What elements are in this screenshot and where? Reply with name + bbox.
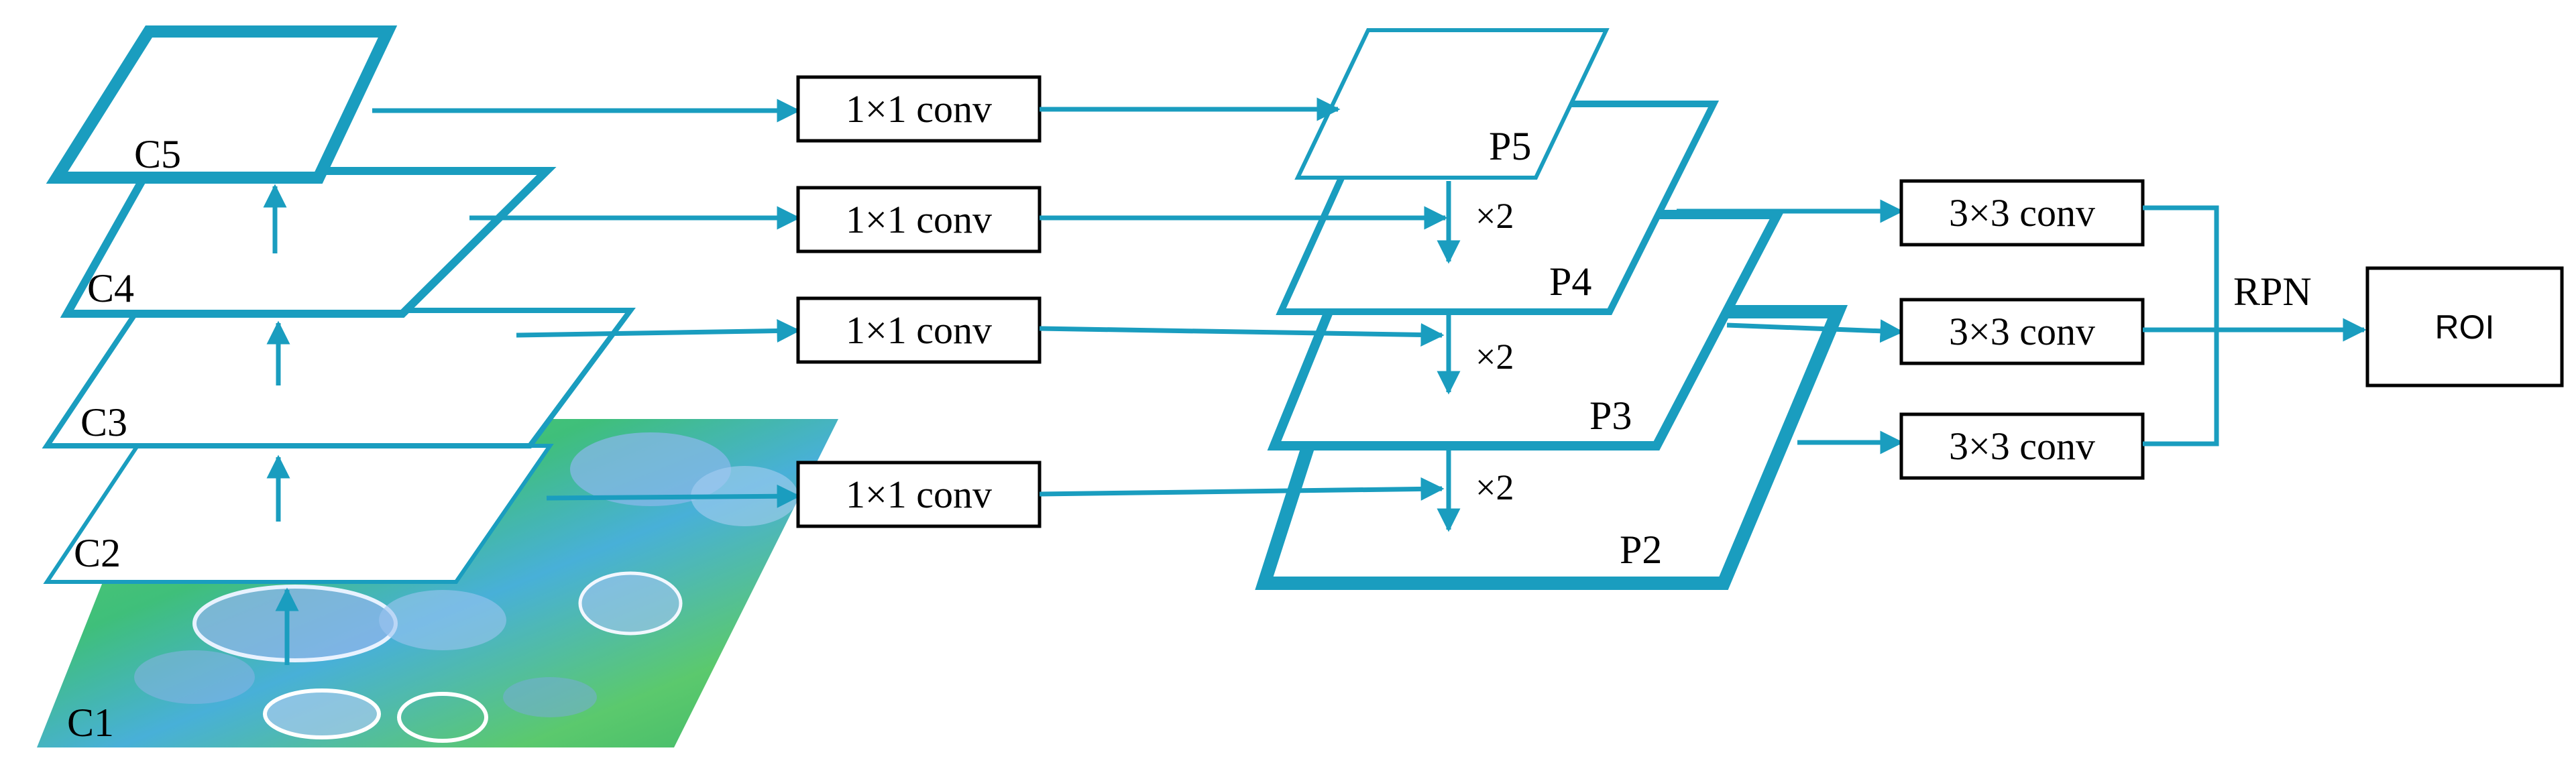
- svg-text:3×3 conv: 3×3 conv: [1949, 424, 2095, 468]
- svg-text:1×1 conv: 1×1 conv: [846, 308, 992, 352]
- conv-to-p2-arrow: [1039, 477, 1445, 501]
- conv3x3-box-mid: 3×3 conv: [1899, 298, 2145, 365]
- conv1x1-box-p3: 1×1 conv: [796, 296, 1042, 364]
- p3-to-conv3-arrow: [1726, 319, 1904, 343]
- svg-text:ROI: ROI: [2435, 308, 2495, 346]
- c3-label: C3: [80, 400, 127, 444]
- p5-label: P5: [1489, 124, 1531, 168]
- p3-label: P3: [1589, 394, 1632, 438]
- rpn-label: RPN: [2233, 269, 2312, 314]
- rpn-merge-bracket: [2143, 205, 2219, 446]
- c5-label: C5: [134, 132, 181, 176]
- svg-text:1×1 conv: 1×1 conv: [846, 473, 992, 516]
- conv1x1-box-p5: 1×1 conv: [796, 75, 1042, 143]
- roi-box: ROI: [2365, 266, 2564, 387]
- p2-label: P2: [1620, 528, 1662, 572]
- svg-text:3×3 conv: 3×3 conv: [1949, 191, 2095, 235]
- conv-to-p3-arrow: [1039, 322, 1445, 347]
- c2-label: C2: [74, 531, 121, 575]
- upsample-p3-label: ×2: [1475, 337, 1514, 377]
- c3-plane: [42, 308, 636, 448]
- c1-label: C1: [67, 701, 114, 745]
- c3-lateral-arrow: [516, 319, 801, 343]
- svg-text:1×1 conv: 1×1 conv: [846, 198, 992, 241]
- upsample-p2-label: ×2: [1475, 467, 1514, 507]
- c5-plane: [46, 25, 398, 184]
- svg-text:1×1 conv: 1×1 conv: [846, 87, 992, 131]
- c2-lateral-arrow: [546, 484, 801, 508]
- c4-label: C4: [87, 266, 134, 310]
- conv3x3-box-top: 3×3 conv: [1899, 179, 2145, 247]
- conv3x3-box-bot: 3×3 conv: [1899, 412, 2145, 480]
- svg-text:3×3 conv: 3×3 conv: [1949, 310, 2095, 353]
- conv1x1-box-p2: 1×1 conv: [796, 461, 1042, 528]
- p4-label: P4: [1549, 259, 1591, 304]
- upsample-p4-label: ×2: [1475, 196, 1514, 236]
- c4-plane: [60, 167, 557, 318]
- conv1x1-box-p4: 1×1 conv: [796, 186, 1042, 253]
- p5-plane: [1294, 28, 1610, 180]
